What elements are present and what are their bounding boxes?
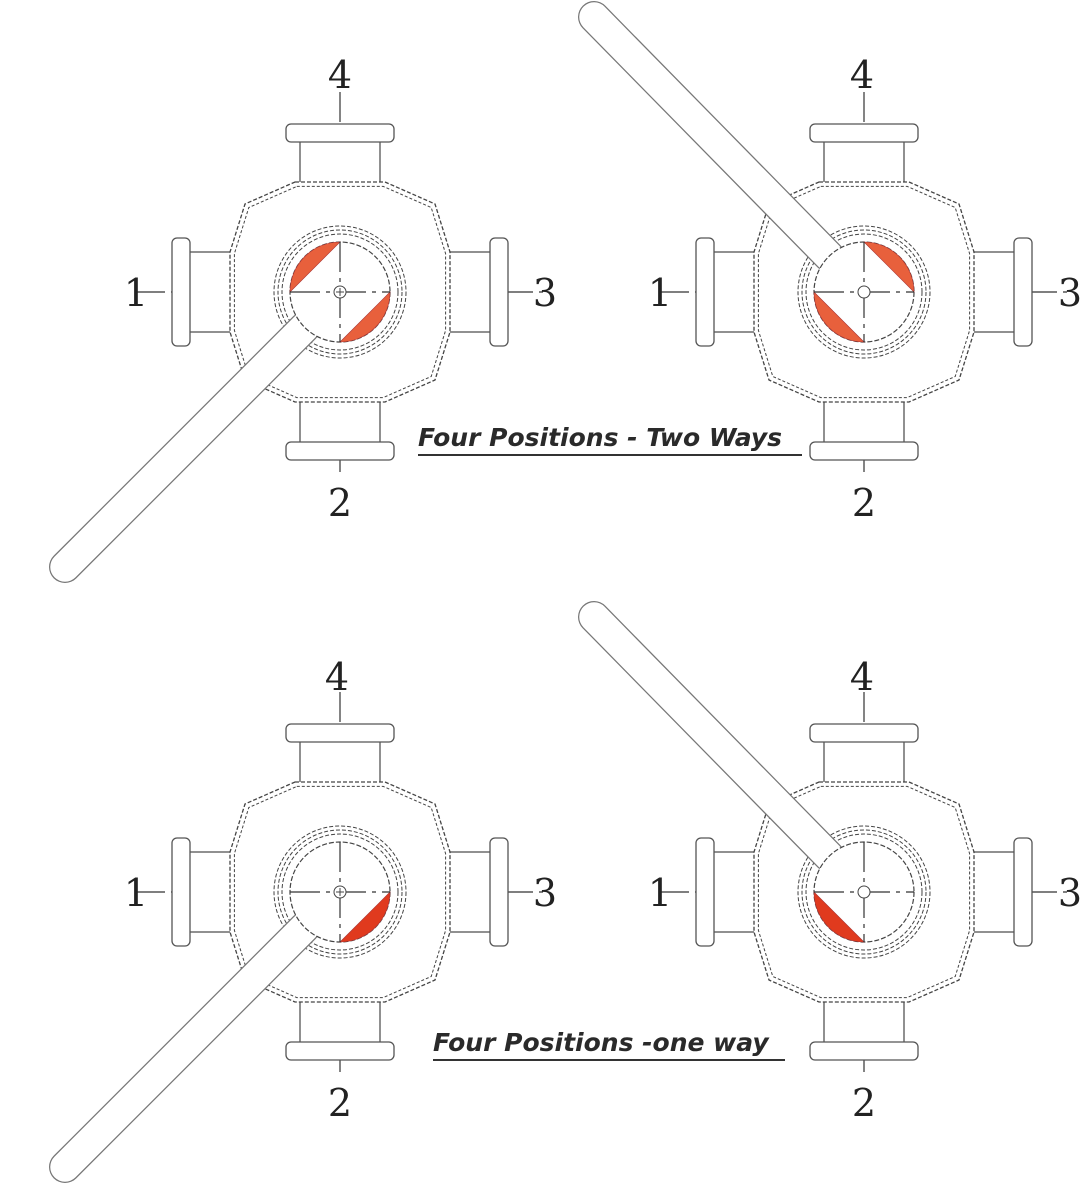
ball-ring — [801, 829, 927, 955]
port-left — [171, 837, 233, 947]
port-flange — [1013, 837, 1033, 947]
port-left — [171, 237, 233, 347]
ball-ring — [277, 829, 403, 955]
port-bottom — [285, 999, 395, 1061]
port-label-2: 2 — [852, 481, 876, 525]
port-flange — [809, 123, 919, 143]
stem-icon — [857, 885, 871, 899]
ball-ring — [805, 233, 923, 351]
port-flange — [489, 837, 509, 947]
port-left — [695, 237, 757, 347]
port-top — [285, 723, 395, 785]
port-neck — [299, 999, 381, 1045]
port-neck — [971, 251, 1017, 333]
port-bottom — [809, 999, 919, 1061]
port-label-3: 3 — [533, 871, 557, 915]
port-label-3: 3 — [533, 271, 557, 315]
port-label-1: 1 — [124, 871, 148, 915]
ball-ring — [281, 233, 399, 351]
valve — [49, 92, 545, 583]
handle — [579, 2, 844, 272]
port-neck — [971, 851, 1017, 933]
handle — [579, 602, 844, 872]
port-right — [971, 837, 1033, 947]
port-label-2: 2 — [328, 1081, 352, 1125]
port-label-1: 1 — [648, 271, 672, 315]
handle — [50, 312, 320, 582]
port-left — [695, 837, 757, 947]
port-bottom — [809, 399, 919, 461]
port-neck — [299, 739, 381, 785]
port-top — [809, 723, 919, 785]
port-label-3: 3 — [1058, 871, 1080, 915]
flow-segment-lower-right — [339, 291, 391, 343]
caption-one-way: Four Positions -one way — [433, 1028, 770, 1057]
port-label-2: 2 — [328, 481, 352, 525]
valve — [578, 1, 1069, 472]
caption-two-ways: Four Positions - Two Ways — [418, 423, 782, 452]
port-neck — [823, 399, 905, 445]
stem-icon — [857, 285, 871, 299]
ball-ring — [801, 229, 927, 355]
port-label-4: 4 — [325, 655, 349, 699]
flow-segment-upper-left — [289, 241, 341, 293]
port-top — [285, 123, 395, 185]
flow-segment-lower-left — [813, 291, 865, 343]
ball-ring — [277, 229, 403, 355]
port-right — [447, 837, 509, 947]
port-neck — [823, 999, 905, 1045]
handle — [50, 912, 320, 1182]
ball-ring — [805, 833, 923, 951]
port-flange — [285, 1041, 395, 1061]
port-right — [971, 237, 1033, 347]
port-flange — [489, 237, 509, 347]
port-neck — [711, 851, 757, 933]
port-right — [447, 237, 509, 347]
port-flange — [285, 723, 395, 743]
port-neck — [823, 139, 905, 185]
port-label-4: 4 — [328, 53, 352, 97]
port-flange — [809, 1041, 919, 1061]
port-label-2: 2 — [852, 1081, 876, 1125]
flow-segment-lower-left — [813, 891, 865, 943]
port-label-3: 3 — [1058, 271, 1080, 315]
port-flange — [695, 237, 715, 347]
port-flange — [171, 837, 191, 947]
port-neck — [447, 251, 493, 333]
port-neck — [299, 399, 381, 445]
port-flange — [285, 123, 395, 143]
port-neck — [299, 139, 381, 185]
port-flange — [809, 723, 919, 743]
port-flange — [285, 441, 395, 461]
port-bottom — [285, 399, 395, 461]
port-label-1: 1 — [124, 271, 148, 315]
port-top — [809, 123, 919, 185]
port-neck — [187, 851, 233, 933]
port-flange — [171, 237, 191, 347]
valve — [578, 601, 1069, 1072]
port-neck — [823, 739, 905, 785]
flow-segment-upper-right — [863, 241, 915, 293]
port-flange — [695, 837, 715, 947]
port-flange — [809, 441, 919, 461]
port-label-4: 4 — [850, 53, 874, 97]
port-flange — [1013, 237, 1033, 347]
ball-ring — [281, 833, 399, 951]
valve — [49, 692, 545, 1183]
port-neck — [711, 251, 757, 333]
port-label-1: 1 — [648, 871, 672, 915]
port-neck — [187, 251, 233, 333]
port-label-4: 4 — [850, 655, 874, 699]
flow-segment-lower-right — [339, 891, 391, 943]
port-neck — [447, 851, 493, 933]
